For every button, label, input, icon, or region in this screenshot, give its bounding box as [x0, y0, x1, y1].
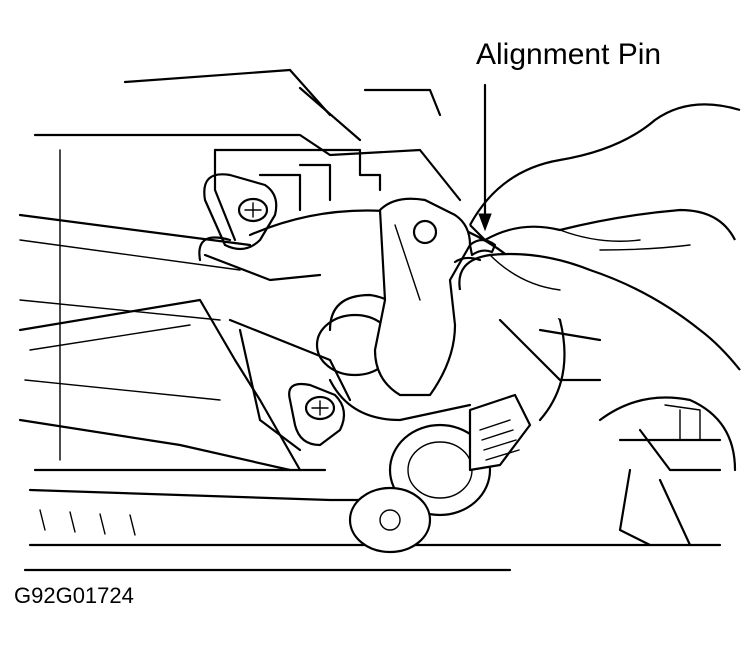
figure-code: G92G01724: [14, 583, 134, 608]
housing-outline: [18, 68, 722, 572]
pulley: [348, 393, 532, 554]
rotor-housing: [248, 209, 622, 422]
hand-icon: [458, 103, 741, 371]
right-assembly: [598, 396, 737, 547]
alignment-pin-icon: [453, 238, 497, 264]
alignment-pin-label: Alignment Pin: [476, 38, 662, 71]
housing-panel: [18, 298, 302, 472]
mounting-plate: [198, 148, 382, 452]
arrow-icon: [478, 83, 492, 232]
lever: [373, 197, 472, 397]
